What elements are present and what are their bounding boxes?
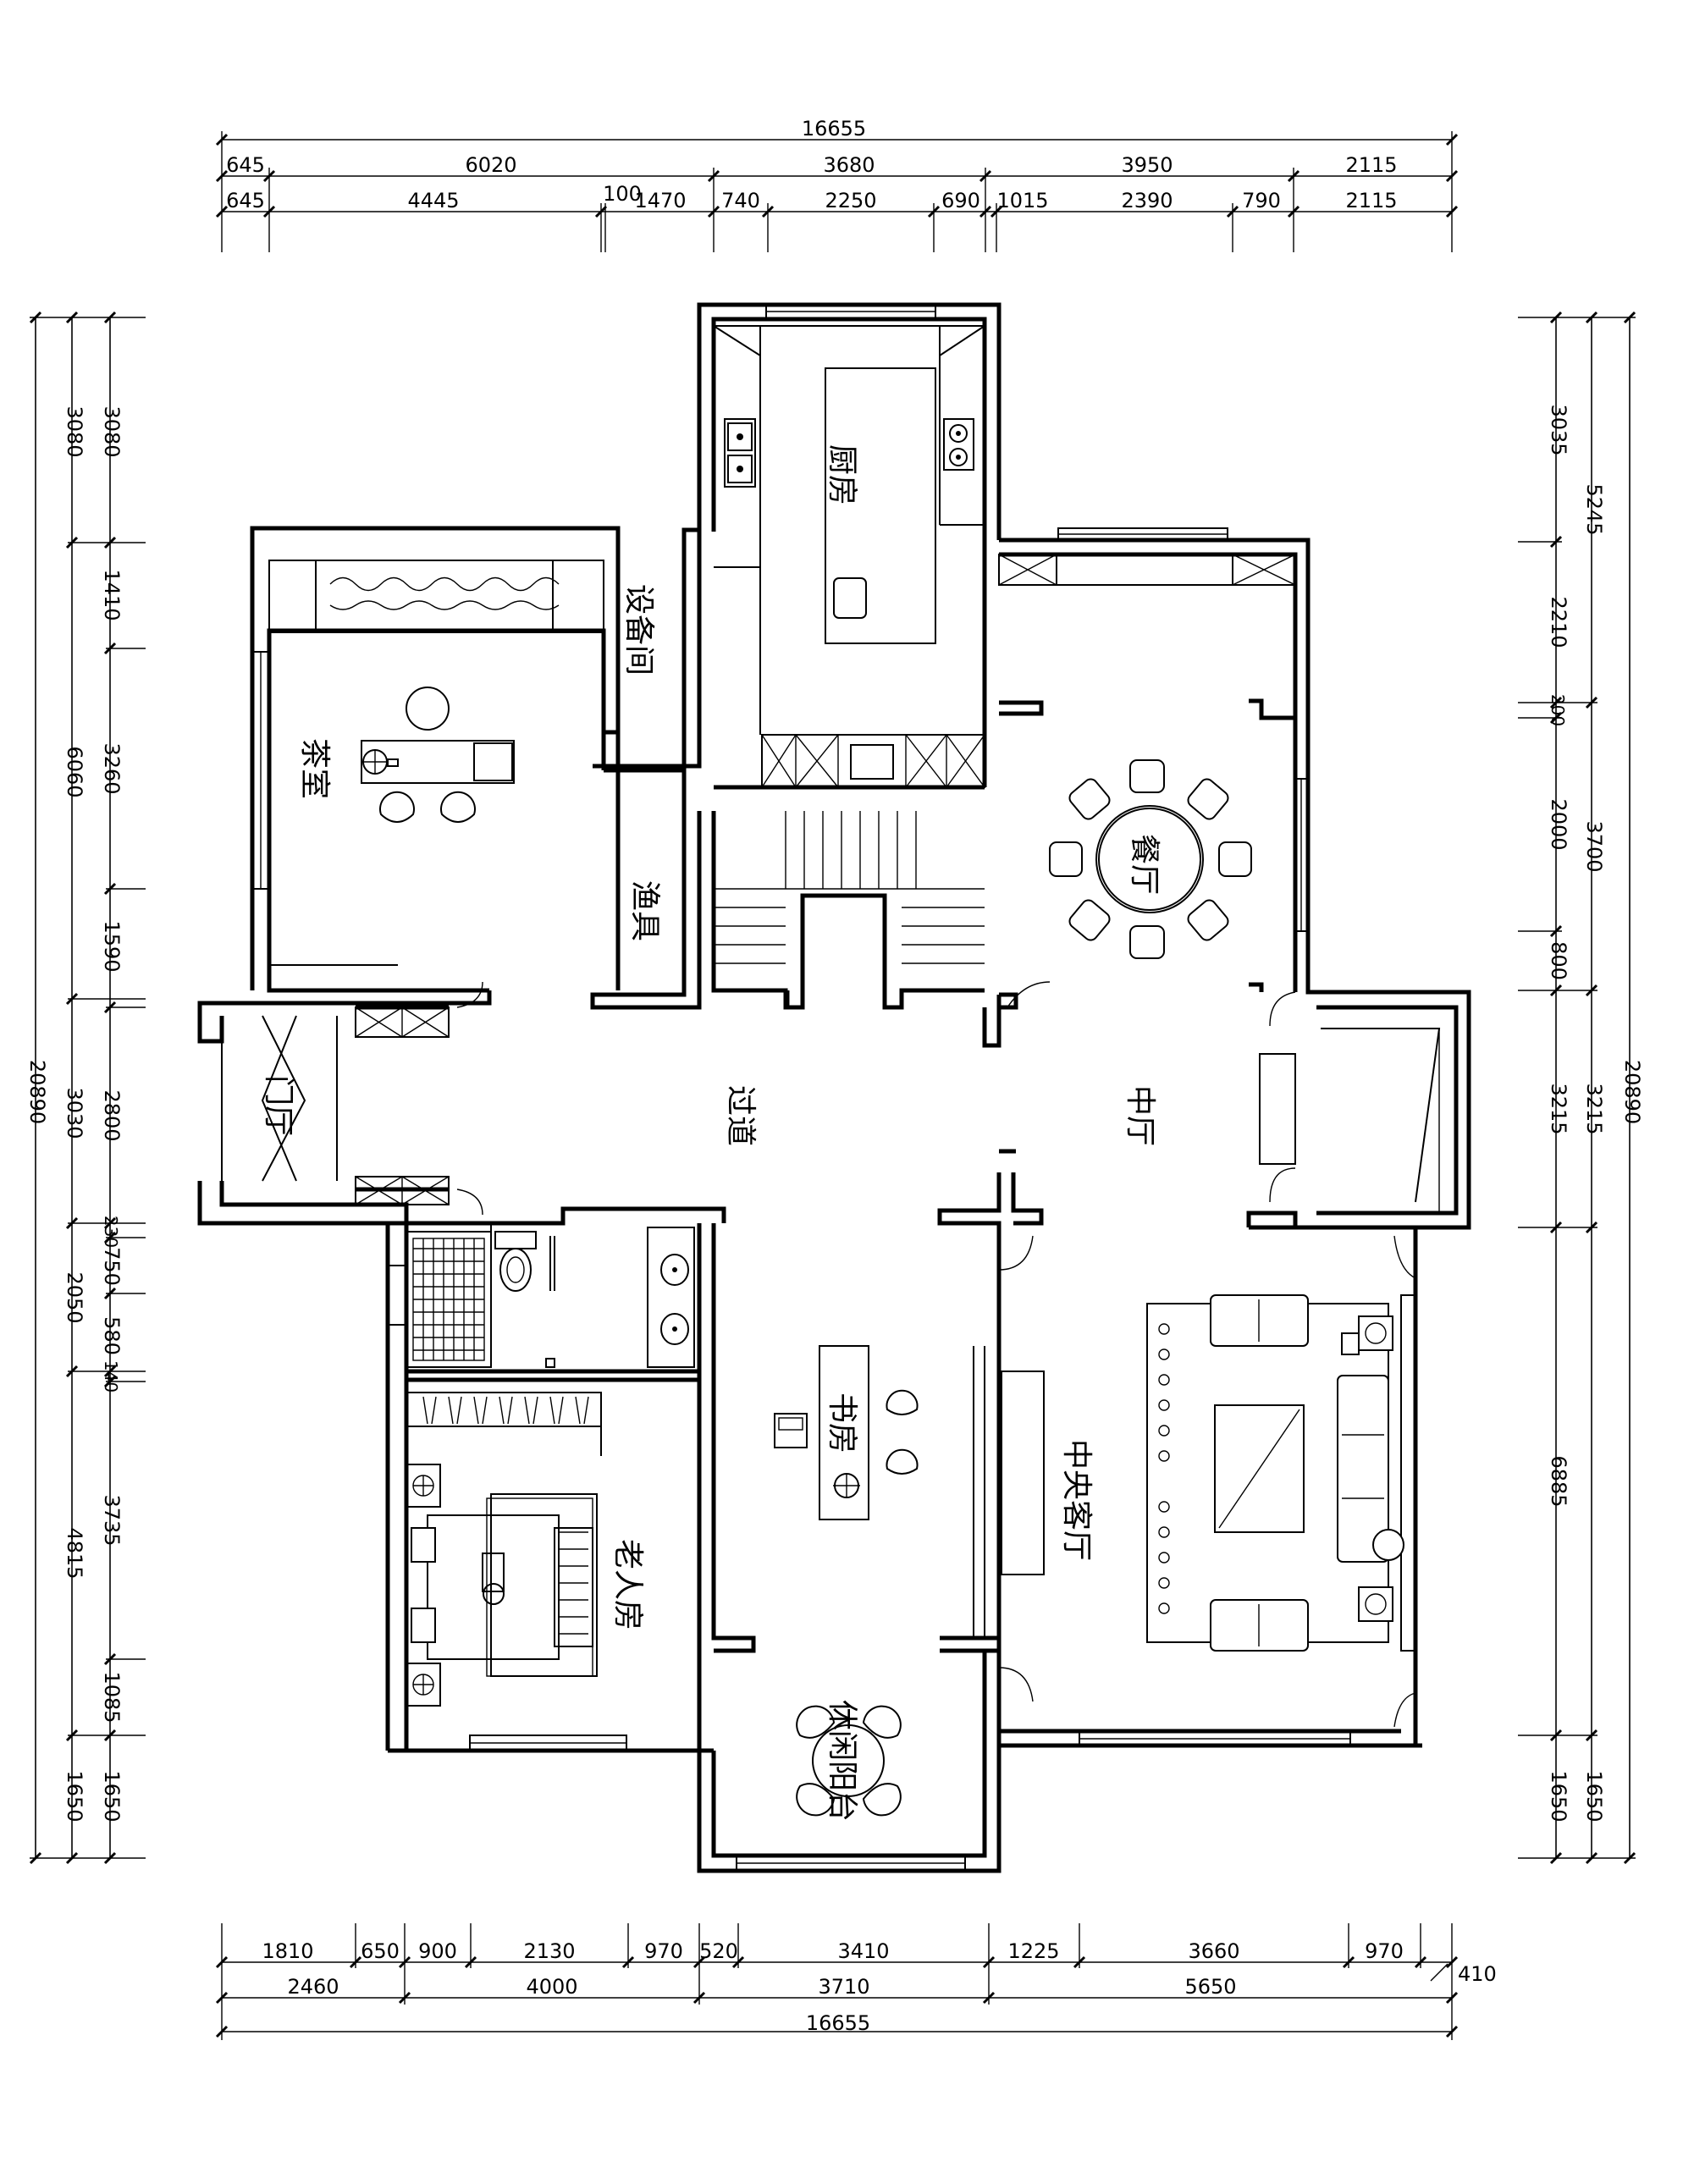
dim-label: 3410: [837, 1939, 889, 1963]
balcony-fixtures: [796, 1705, 902, 1817]
dim-label: 2115: [1345, 189, 1397, 212]
dim-label: 4000: [526, 1975, 577, 1999]
study-label: 书房: [825, 1393, 859, 1453]
dining-room-label: 餐厅: [1127, 834, 1162, 895]
dim-label: 2460: [287, 1975, 339, 1999]
stairs: [714, 811, 985, 964]
bath-fixtures: [406, 1223, 695, 1368]
dim-label: 750: [100, 1247, 124, 1286]
dim-label: 100: [603, 182, 642, 206]
dim-label: 1650: [100, 1770, 124, 1822]
living-room-label: 中央客厅: [1059, 1439, 1094, 1561]
dim-label: 2000: [1547, 798, 1570, 850]
bottom-dimensions: 1810 650 900 2130 970 520 3410 1225 3660…: [215, 1923, 1497, 2040]
dim-label: 645: [226, 153, 265, 177]
fishing-gear-label: 渔具: [627, 880, 662, 941]
dim-label: 1650: [63, 1770, 86, 1822]
dim-label: 520: [699, 1939, 738, 1963]
dim-label: 1470: [634, 189, 686, 212]
dim-label: 1810: [262, 1939, 313, 1963]
dim-label: 2390: [1121, 189, 1173, 212]
dim-label: 200: [1548, 694, 1568, 726]
windows: [251, 304, 1416, 1872]
dim-label: 1410: [100, 569, 124, 620]
top-total-dim: 16655: [802, 117, 866, 141]
dim-label: 3950: [1121, 153, 1173, 177]
dim-label: 1085: [100, 1671, 124, 1723]
top-dimensions: 16655 645 6020 3680 3950 2115 645 4445 1…: [215, 117, 1459, 252]
entry-fixtures: [221, 981, 483, 1216]
elder-room-label: 老人房: [610, 1539, 645, 1630]
dim-label: 1650: [1582, 1770, 1606, 1822]
dim-label: 3035: [1547, 404, 1570, 455]
room-labels: 厨房 设备间 茶室 渔具 餐厅 过道 中厅 门厅 书房 老人房 中央客厅 休闲阳…: [261, 444, 1162, 1822]
dim-label: 790: [1242, 189, 1281, 212]
dim-label: 3080: [63, 405, 86, 457]
tea-room-fixtures: [268, 560, 604, 966]
dim-label: 1225: [1007, 1939, 1059, 1963]
dim-label: 3215: [1582, 1083, 1606, 1134]
dim-label: 5650: [1184, 1975, 1236, 1999]
hall-label: 中厅: [1123, 1085, 1157, 1146]
dim-label: 800: [1547, 941, 1570, 980]
dim-label: 6060: [63, 746, 86, 797]
dim-label: 650: [361, 1939, 400, 1963]
left-dimensions: 20890 3080 6060 3030 2050 4815 1650 3080…: [25, 311, 146, 1865]
dim-label: 3260: [100, 742, 124, 794]
dim-label: 1015: [996, 189, 1048, 212]
dim-label: 970: [1365, 1939, 1404, 1963]
dim-label: 3660: [1188, 1939, 1239, 1963]
dim-label: 970: [644, 1939, 683, 1963]
dim-label: 230: [101, 1216, 121, 1248]
kitchen-label: 厨房: [825, 444, 859, 505]
dim-label: 2210: [1547, 596, 1570, 648]
study-fixtures: [774, 1345, 999, 1639]
dim-label: 580: [100, 1316, 124, 1355]
dim-label: 1650: [1547, 1770, 1570, 1822]
living-fixtures: [998, 1235, 1416, 1728]
left-total-dim: 20890: [25, 1060, 49, 1124]
tea-room-label: 茶室: [297, 738, 332, 799]
corridor-label: 过道: [723, 1085, 758, 1146]
dining-fixtures: [1007, 759, 1441, 1213]
dim-label: 645: [226, 189, 265, 212]
dim-label: 6020: [465, 153, 516, 177]
dim-label: 3735: [100, 1494, 124, 1546]
dim-label: 690: [941, 189, 980, 212]
dim-label: 2050: [63, 1271, 86, 1323]
dim-label: 3680: [823, 153, 875, 177]
right-total-dim: 20890: [1620, 1060, 1644, 1124]
balcony-label: 休闲阳台: [825, 1700, 859, 1822]
kitchen-fixtures: [713, 325, 985, 735]
bottom-total-dim: 16655: [806, 2011, 870, 2035]
cabinets: [355, 554, 1296, 1205]
dim-label: 4815: [63, 1527, 86, 1579]
entrance-hall-label: 门厅: [261, 1075, 295, 1136]
dim-label: 3030: [63, 1087, 86, 1139]
dim-label: 2130: [523, 1939, 575, 1963]
dim-label: 4445: [407, 189, 459, 212]
right-dimensions: 3035 2210 200 2000 800 3215 6885 1650 52…: [1518, 311, 1644, 1865]
dim-label: 3080: [100, 405, 124, 457]
dim-label: 900: [418, 1939, 457, 1963]
elder-room-fixtures: [406, 1392, 602, 1707]
dim-label: 2115: [1345, 153, 1397, 177]
dim-label: 3710: [818, 1975, 869, 1999]
dim-label: 3215: [1547, 1083, 1570, 1134]
dim-label: 1590: [100, 920, 124, 972]
equipment-room-label: 设备间: [621, 584, 656, 676]
dim-label: 410: [1458, 1962, 1497, 1986]
dim-label: 740: [721, 189, 760, 212]
dim-label: 6885: [1547, 1455, 1570, 1507]
dim-label: 3700: [1582, 820, 1606, 872]
dim-label: 2250: [825, 189, 876, 212]
dim-label: 140: [101, 1360, 121, 1393]
dim-label: 2800: [100, 1089, 124, 1141]
dim-label: 5245: [1582, 483, 1606, 535]
